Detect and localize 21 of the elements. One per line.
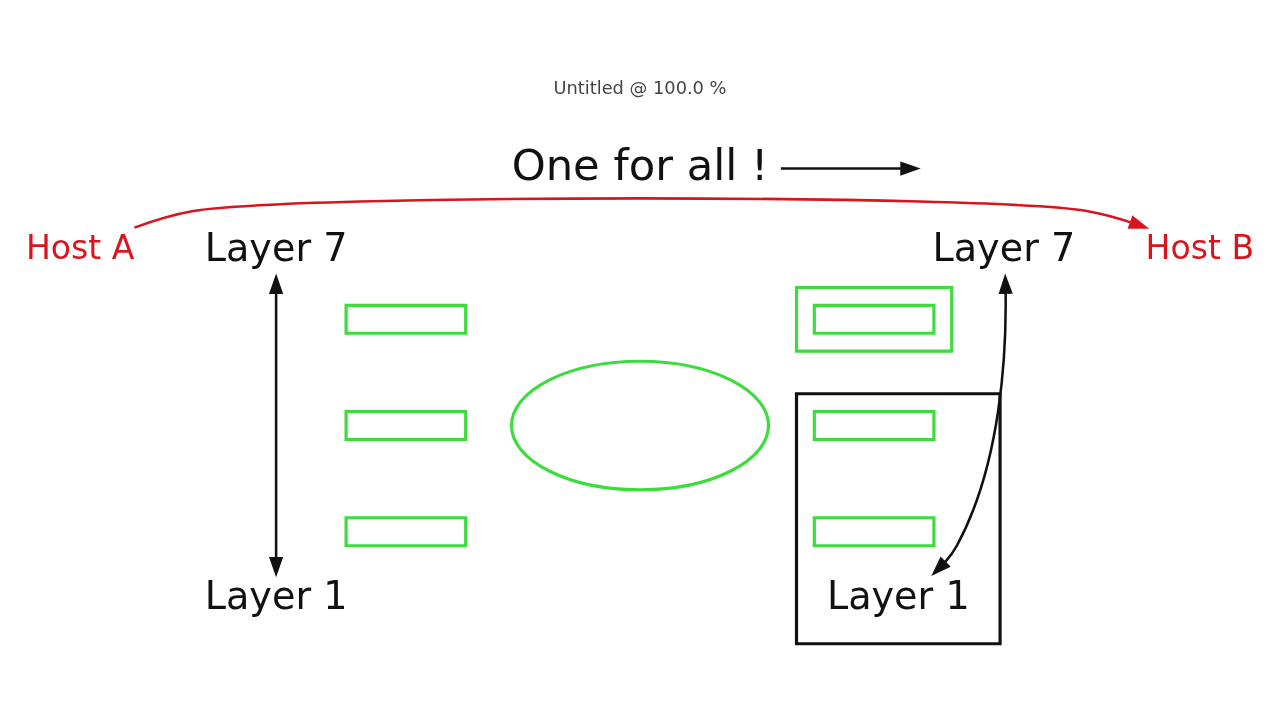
cluster (794, 392, 1002, 646)
node-text: Layer 7 (204, 225, 348, 270)
label: Untitled @ 100.0 % (553, 76, 727, 98)
node-text: Layer 1 (826, 574, 970, 619)
node-box (812, 409, 936, 442)
arrow (931, 273, 1013, 577)
node-text: Host A (25, 228, 135, 268)
arrow (269, 273, 284, 578)
node-box (344, 409, 468, 442)
arrow (133, 197, 1150, 229)
arrow (780, 161, 921, 176)
node-text: Layer 1 (204, 574, 348, 619)
node-text: Host B (1145, 228, 1255, 268)
cluster (794, 285, 954, 353)
node-box (344, 303, 468, 335)
node-box (812, 516, 936, 548)
node-text: Layer 7 (932, 225, 1076, 270)
node-box (344, 516, 468, 548)
node-ellipse (509, 359, 771, 492)
node-text: One for all ! (511, 139, 769, 190)
node-box (812, 303, 936, 335)
